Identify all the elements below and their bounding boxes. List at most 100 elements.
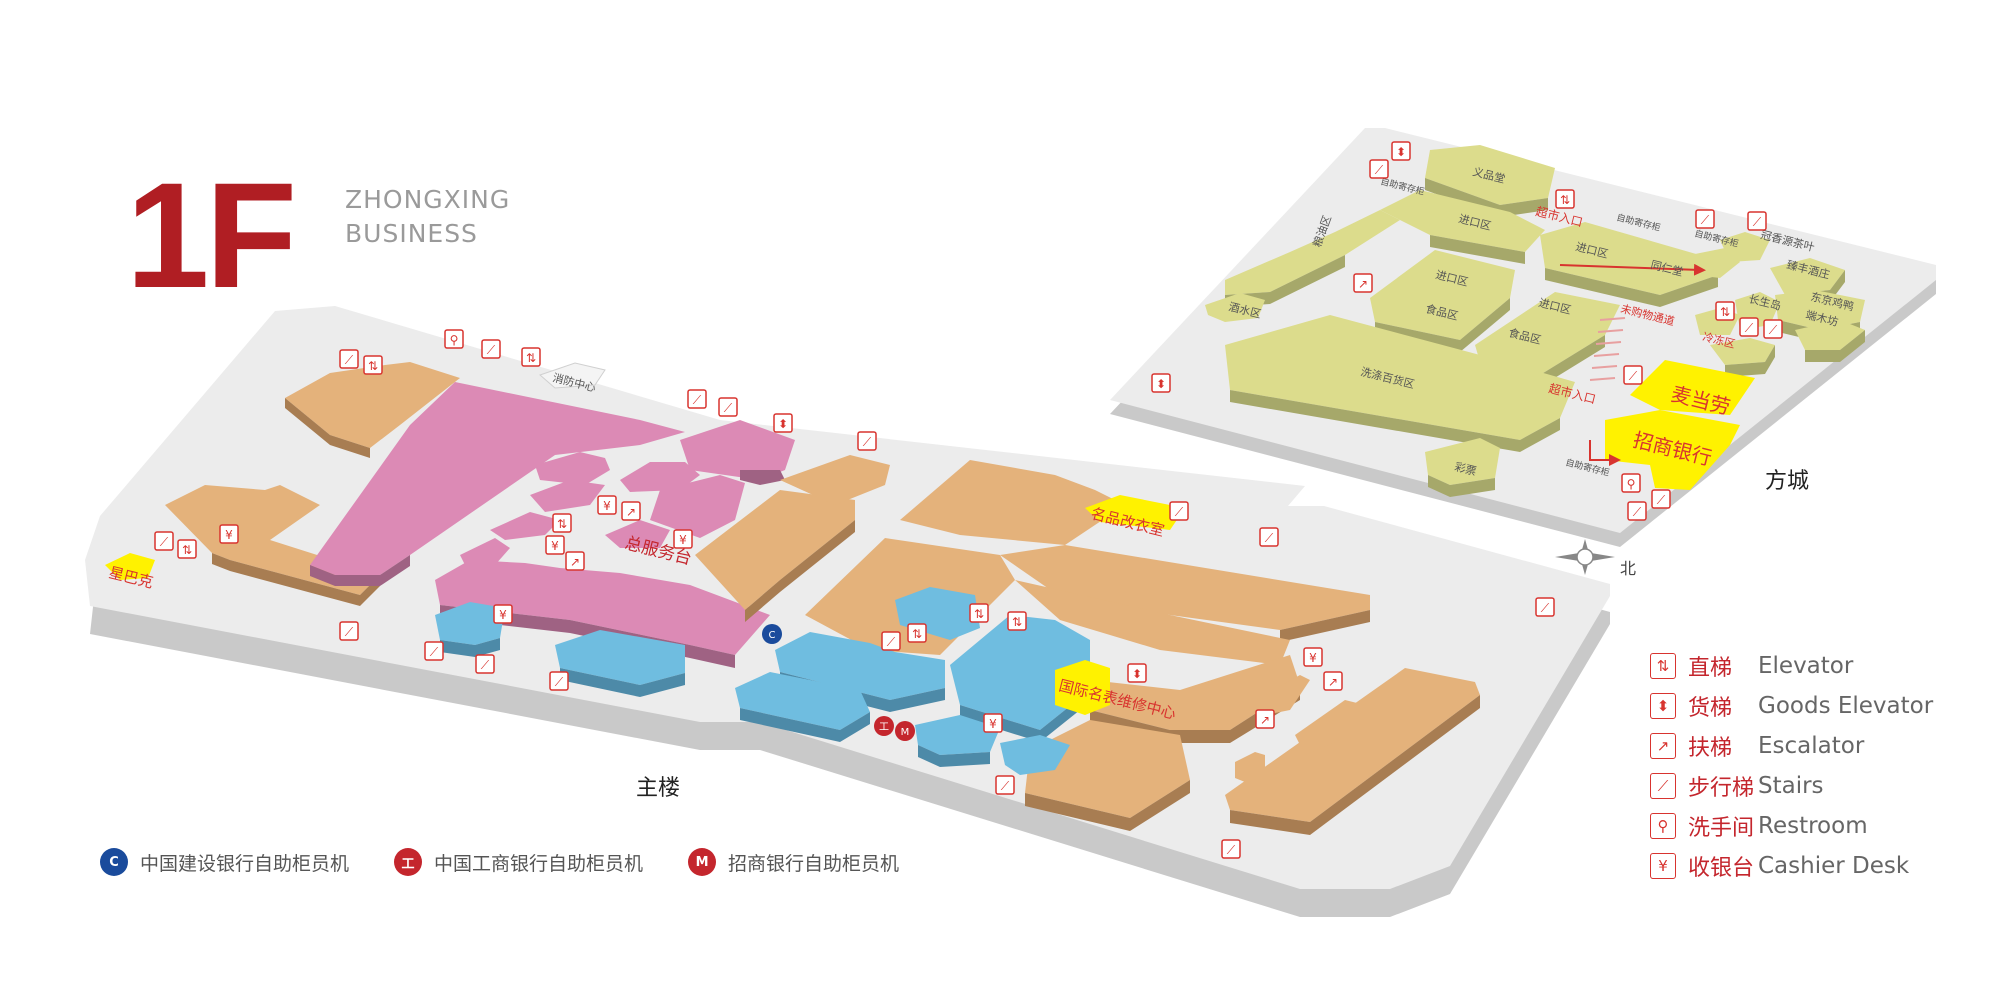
svg-text:¥: ¥ (225, 528, 233, 542)
svg-text:⇅: ⇅ (912, 627, 922, 641)
elevator-icon: ⇅ (1715, 301, 1735, 321)
stairs-icon: ⟋ (718, 397, 738, 417)
svg-text:⟋: ⟋ (1633, 505, 1642, 519)
elevator-icon: ⇅ (969, 603, 989, 623)
goods-elevator-icon: ⬍ (1650, 693, 1676, 719)
stairs-icon: ⟋ (1650, 773, 1676, 799)
legend-restroom-zh: 洗手间 (1688, 816, 1755, 841)
svg-text:⇅: ⇅ (368, 359, 378, 373)
atm-cmb: M 招商银行自助柜员机 (688, 848, 899, 876)
svg-text:⟋: ⟋ (487, 343, 496, 357)
svg-text:⟋: ⟋ (1175, 505, 1184, 519)
svg-text:⟋: ⟋ (481, 658, 490, 672)
facility-legend: ⇅ 直梯 Elevator ⬍ 货梯 Goods Elevator ↗ 扶梯 E… (1650, 646, 1933, 886)
svg-text:⟋: ⟋ (1227, 843, 1236, 857)
goods-elevator-icon: ⬍ (1391, 141, 1411, 161)
stairs-icon: ⟋ (339, 349, 359, 369)
svg-text:⟋: ⟋ (693, 393, 702, 407)
legend-elevator: ⇅ 直梯 Elevator (1650, 646, 1933, 686)
restroom-icon: ⚲ (1650, 813, 1676, 839)
atm-icbc: 工 中国工商银行自助柜员机 (394, 848, 643, 876)
svg-text:↗: ↗ (1260, 713, 1270, 727)
elevator-icon: ⇅ (1650, 653, 1676, 679)
svg-text:⟋: ⟋ (345, 353, 354, 367)
svg-text:↗: ↗ (626, 505, 636, 519)
main-blocks (105, 362, 1480, 835)
legend-stairs: ⟋ 步行梯 Stairs (1650, 766, 1933, 806)
svg-text:⬍: ⬍ (778, 417, 788, 431)
stairs-icon: ⟋ (995, 775, 1015, 795)
svg-text:⇅: ⇅ (182, 543, 192, 557)
goods-elevator-icon: ⬍ (1127, 663, 1147, 683)
elevator-icon: ⇅ (177, 539, 197, 559)
svg-text:⟋: ⟋ (555, 675, 564, 689)
legend-cashier: ¥ 收银台 Cashier Desk (1650, 846, 1933, 886)
legend-goods-elevator-en: Goods Elevator (1758, 693, 1934, 719)
stairs-icon: ⟋ (1623, 365, 1643, 385)
stairs-icon: ⟋ (1651, 489, 1671, 509)
svg-text:⇅: ⇅ (557, 517, 567, 531)
escalator-icon: ↗ (1323, 671, 1343, 691)
legend-cashier-zh: 收银台 (1688, 856, 1755, 881)
escalator-icon: ↗ (1650, 733, 1676, 759)
elevator-icon: ⇅ (907, 623, 927, 643)
svg-text:¥: ¥ (1309, 651, 1317, 665)
legend-escalator-zh: 扶梯 (1688, 736, 1733, 761)
cashier-icon: ¥ (1650, 853, 1676, 879)
atm-ccb: C 中国建设银行自助柜员机 (100, 848, 349, 876)
elevator-icon: ⇅ (1007, 611, 1027, 631)
svg-text:⬍: ⬍ (1132, 667, 1142, 681)
svg-text:¥: ¥ (551, 539, 559, 553)
svg-text:⇅: ⇅ (974, 607, 984, 621)
icbc-logo-icon: 工 (394, 848, 423, 876)
svg-text:⟋: ⟋ (1629, 369, 1638, 383)
svg-text:⟋: ⟋ (1769, 323, 1778, 337)
cmb-logo-icon: M (895, 721, 915, 741)
goods-elevator-icon: ⬍ (773, 413, 793, 433)
restroom-icon: ⚲ (1621, 473, 1641, 493)
cashier-icon: ¥ (673, 529, 693, 549)
elevator-icon: ⇅ (521, 347, 541, 367)
legend-escalator-en: Escalator (1758, 733, 1865, 759)
escalator-icon: ↗ (621, 501, 641, 521)
stairs-icon: ⟋ (154, 531, 174, 551)
escalator-icon: ↗ (1353, 273, 1373, 293)
brand-title: ZHONGXING BUSINESS (345, 183, 510, 251)
stairs-icon: ⟋ (339, 621, 359, 641)
cashier-icon: ¥ (983, 713, 1003, 733)
cashier-icon: ¥ (597, 495, 617, 515)
legend-elevator-en: Elevator (1758, 653, 1854, 679)
stairs-icon: ⟋ (687, 389, 707, 409)
stairs-icon: ⟋ (1369, 159, 1389, 179)
svg-text:¥: ¥ (679, 533, 687, 547)
stairs-icon: ⟋ (424, 641, 444, 661)
escalator-icon: ↗ (565, 551, 585, 571)
ccb-logo-icon: C (100, 848, 128, 876)
stairs-icon: ⟋ (1763, 319, 1783, 339)
svg-text:⬍: ⬍ (1156, 377, 1166, 391)
label-lotto: 彩票 (1453, 460, 1477, 478)
building-fangcheng: 方城 (1765, 469, 1809, 494)
svg-text:↗: ↗ (1358, 277, 1368, 291)
escalator-icon: ↗ (1255, 709, 1275, 729)
atm-legend: C 中国建设银行自助柜员机 工 中国工商银行自助柜员机 M 招商银行自助柜员机 (100, 848, 944, 876)
stairs-icon: ⟋ (475, 654, 495, 674)
svg-text:⇅: ⇅ (1560, 193, 1570, 207)
stairs-icon: ⟋ (549, 671, 569, 691)
cashier-icon: ¥ (1303, 647, 1323, 667)
stairs-icon: ⟋ (1535, 597, 1555, 617)
svg-text:⚲: ⚲ (1627, 477, 1636, 491)
stairs-icon: ⟋ (857, 431, 877, 451)
svg-text:⟋: ⟋ (1701, 213, 1710, 227)
svg-text:⟋: ⟋ (430, 645, 439, 659)
svg-text:⇅: ⇅ (1012, 615, 1022, 629)
svg-text:M: M (901, 727, 910, 738)
svg-text:⟋: ⟋ (1001, 779, 1010, 793)
svg-text:⟋: ⟋ (724, 401, 733, 415)
svg-text:⇅: ⇅ (1720, 305, 1730, 319)
stairs-icon: ⟋ (1739, 317, 1759, 337)
svg-text:¥: ¥ (989, 717, 997, 731)
legend-stairs-zh: 步行梯 (1688, 776, 1755, 801)
svg-text:⟋: ⟋ (887, 635, 896, 649)
